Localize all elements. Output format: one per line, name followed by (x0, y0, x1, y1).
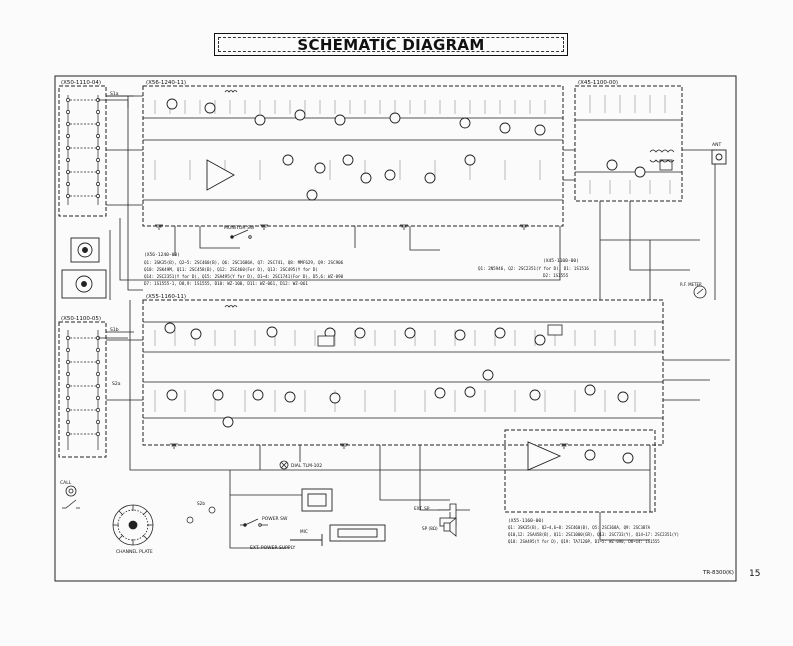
outer-frame (54, 75, 737, 582)
x45-parts-line: Q1: 2N5946, Q2: 2SC2351(Y for D), D1: 1S… (478, 266, 589, 271)
call-label: CALL (60, 480, 72, 486)
model-number: TR-8300(K) (702, 570, 734, 576)
component-traces (154, 95, 671, 412)
x45-box (574, 85, 683, 202)
monitor-sw-label: MONITOR SW (224, 225, 255, 231)
page-number: 15 (749, 569, 761, 579)
panel-lamps (186, 506, 216, 524)
x50-top-box (58, 85, 107, 217)
x50-top-label: (X50-1110-04) (61, 80, 101, 86)
x45-parts-header: (X45-1100-00) (543, 258, 579, 264)
page-title: SCHEMATIC DIAGRAM (297, 35, 485, 54)
x55-parts-line: Q18: 2SA495(Y for D), Q19: TA7120P, D1~5… (508, 539, 660, 544)
title-box: SCHEMATIC DIAGRAM (214, 33, 568, 56)
channel-plate-symbol (112, 504, 154, 546)
mic-label: MIC (300, 529, 308, 534)
bus-wires (106, 95, 730, 549)
antenna-connector (711, 149, 727, 165)
ext-sp-label: EXT. SP (414, 506, 430, 511)
power-switch-symbol (240, 518, 268, 527)
ext-power-supply-label: EXT. POWER SUPPLY (250, 545, 296, 551)
x56-parts-line: Q1: 3SK35(B), Q2~5: 2SC460(B), Q6: 2SC16… (144, 260, 344, 265)
x56-label: (X56-1240-11) (146, 80, 186, 86)
s2b-label: S2b (197, 501, 205, 506)
power-connector (61, 269, 107, 299)
dial-lamp-symbol (279, 460, 289, 470)
mic-connector (70, 237, 100, 263)
sp-label: SP (8Ω) (422, 526, 438, 531)
x55-parts-line: Q1: 3SK35(B), Q2~4,6~8: 2SC460(B), Q5: 2… (508, 525, 651, 530)
x50-bottom-box (58, 321, 107, 458)
transistors (164, 98, 646, 464)
x45-label: (X45-1100-00) (578, 80, 618, 86)
rf-meter-symbol (693, 285, 707, 299)
coils (224, 90, 675, 308)
x55-parts-line: Q10,12: 2SA458(B), Q11: 2SC1000(GR), Q13… (508, 532, 679, 537)
x45-parts-line: D2: 1S1555 (543, 273, 569, 278)
x55-label: (X55-1160-11) (146, 294, 186, 300)
x55-lower-box (504, 429, 656, 513)
x56-parts-header: (X56-1240-00) (144, 252, 180, 258)
speaker-symbol (443, 517, 457, 537)
x56-parts-line: D7: 1S1555-1, D8,9: 1S1555, D10: WZ-100,… (144, 281, 308, 286)
x56-box (142, 85, 564, 227)
x56-parts-list: (X56-1240-00) Q1: 3SK35(B), Q2~5: 2SC460… (144, 252, 344, 286)
ext-power-supply-box (290, 488, 333, 546)
x45-parts-list: (X45-1100-00) Q1: 2N5946, Q2: 2SC2351(Y … (478, 258, 589, 278)
amplifier-blocks (206, 159, 562, 471)
ground-symbols (155, 224, 568, 449)
ant-label: ANT (712, 142, 721, 148)
x56-parts-line: Q10: 2SK49M, Q11: 2SC458(B), Q12: 2SC460… (144, 267, 318, 272)
x50-bottom-label: (X50-1100-05) (61, 316, 101, 322)
x55-parts-header: (X55-1160-00) (508, 518, 544, 524)
call-switch (62, 485, 80, 509)
ext-sp-jack (438, 503, 457, 519)
x55-parts-list: (X55-1160-00) Q1: 3SK35(B), Q2~4,6~8: 2S… (508, 518, 679, 544)
monitor-switch (230, 229, 252, 239)
rf-meter-label: R.F. METER (680, 282, 702, 287)
s1a-label: S1a (110, 91, 119, 97)
x56-parts-line: Q14: 2SC2351(Y for D), Q15: 2SA495(Y for… (144, 274, 344, 279)
s1b-label: S1b (110, 327, 119, 333)
power-sw-label: POWER SW (262, 516, 288, 522)
switch-bank-bottom (66, 330, 134, 450)
s2a-label: S2a (112, 381, 121, 387)
switch-bank-top (66, 95, 134, 205)
dial-lamp-label: DIAL TLM-102 (291, 463, 322, 469)
channel-plate-label: CHANNEL PLATE (116, 549, 153, 555)
bottom-connector (329, 524, 386, 542)
x55-box (142, 299, 664, 446)
